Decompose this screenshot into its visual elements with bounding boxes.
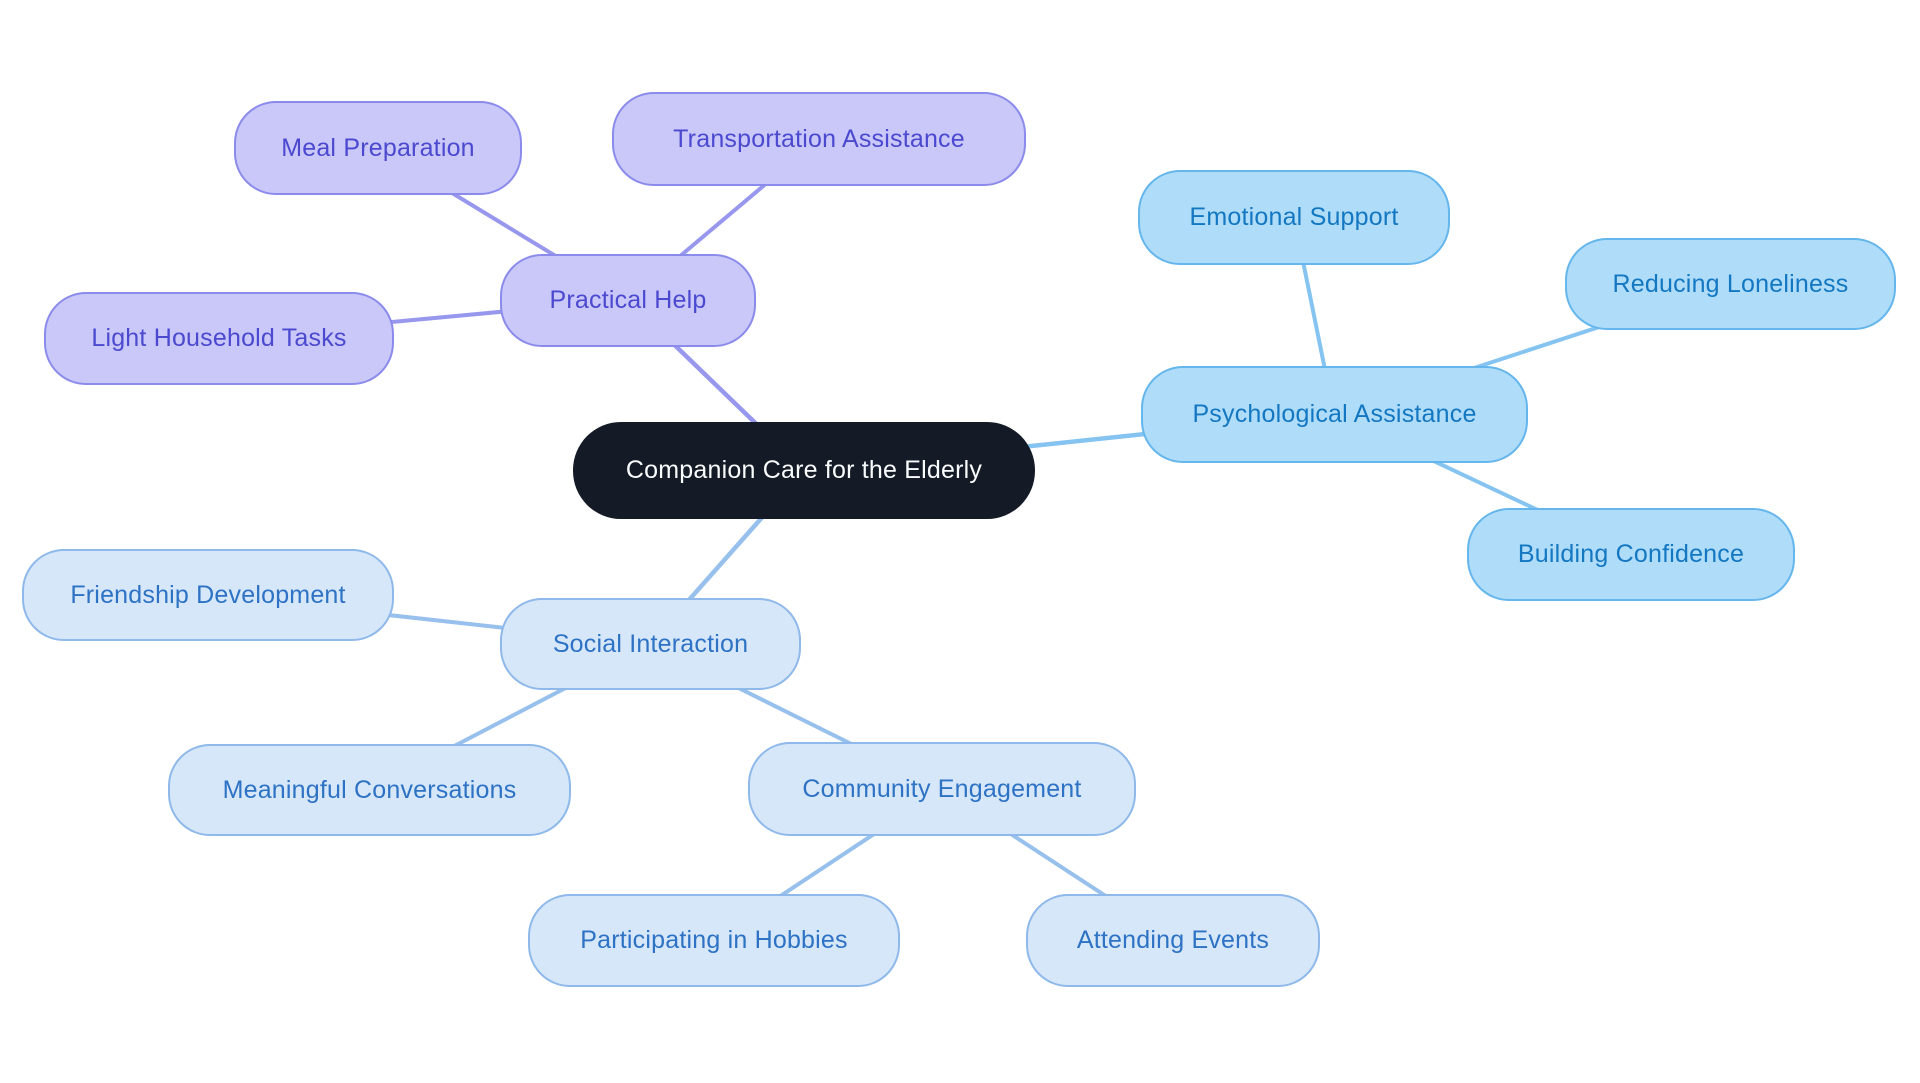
node-label: Practical Help	[549, 286, 707, 314]
node-label: Community Engagement	[802, 774, 1082, 803]
node-practical-help[interactable]: Practical Help	[500, 254, 756, 347]
node-psychological-assistance[interactable]: Psychological Assistance	[1141, 366, 1528, 463]
node-label: Psychological Assistance	[1192, 400, 1477, 428]
node-transportation-assistance[interactable]: Transportation Assistance	[612, 92, 1026, 186]
node-label: Participating in Hobbies	[580, 926, 848, 954]
node-building-confidence[interactable]: Building Confidence	[1467, 508, 1795, 601]
node-label: Emotional Support	[1189, 203, 1399, 231]
node-label: Social Interaction	[552, 629, 749, 658]
node-root-label: Companion Care for the Elderly	[625, 456, 983, 484]
node-label: Meaningful Conversations	[222, 775, 517, 804]
node-root[interactable]: Companion Care for the Elderly	[573, 422, 1035, 519]
node-label: Light Household Tasks	[91, 324, 347, 352]
node-label: Building Confidence	[1517, 540, 1745, 568]
node-community-engagement[interactable]: Community Engagement	[748, 742, 1136, 836]
node-reducing-loneliness[interactable]: Reducing Loneliness	[1565, 238, 1896, 330]
node-meal-preparation[interactable]: Meal Preparation	[234, 101, 522, 195]
node-label: Attending Events	[1076, 926, 1270, 954]
node-label: Meal Preparation	[281, 133, 475, 162]
node-meaningful-conversations[interactable]: Meaningful Conversations	[168, 744, 571, 836]
node-attending-events[interactable]: Attending Events	[1026, 894, 1320, 987]
node-label: Transportation Assistance	[673, 124, 965, 153]
node-label: Reducing Loneliness	[1612, 269, 1849, 298]
node-light-household-tasks[interactable]: Light Household Tasks	[44, 292, 394, 385]
node-label: Friendship Development	[70, 580, 346, 609]
node-social-interaction[interactable]: Social Interaction	[500, 598, 801, 690]
node-friendship-development[interactable]: Friendship Development	[22, 549, 394, 641]
node-emotional-support[interactable]: Emotional Support	[1138, 170, 1450, 265]
node-participating-in-hobbies[interactable]: Participating in Hobbies	[528, 894, 900, 987]
